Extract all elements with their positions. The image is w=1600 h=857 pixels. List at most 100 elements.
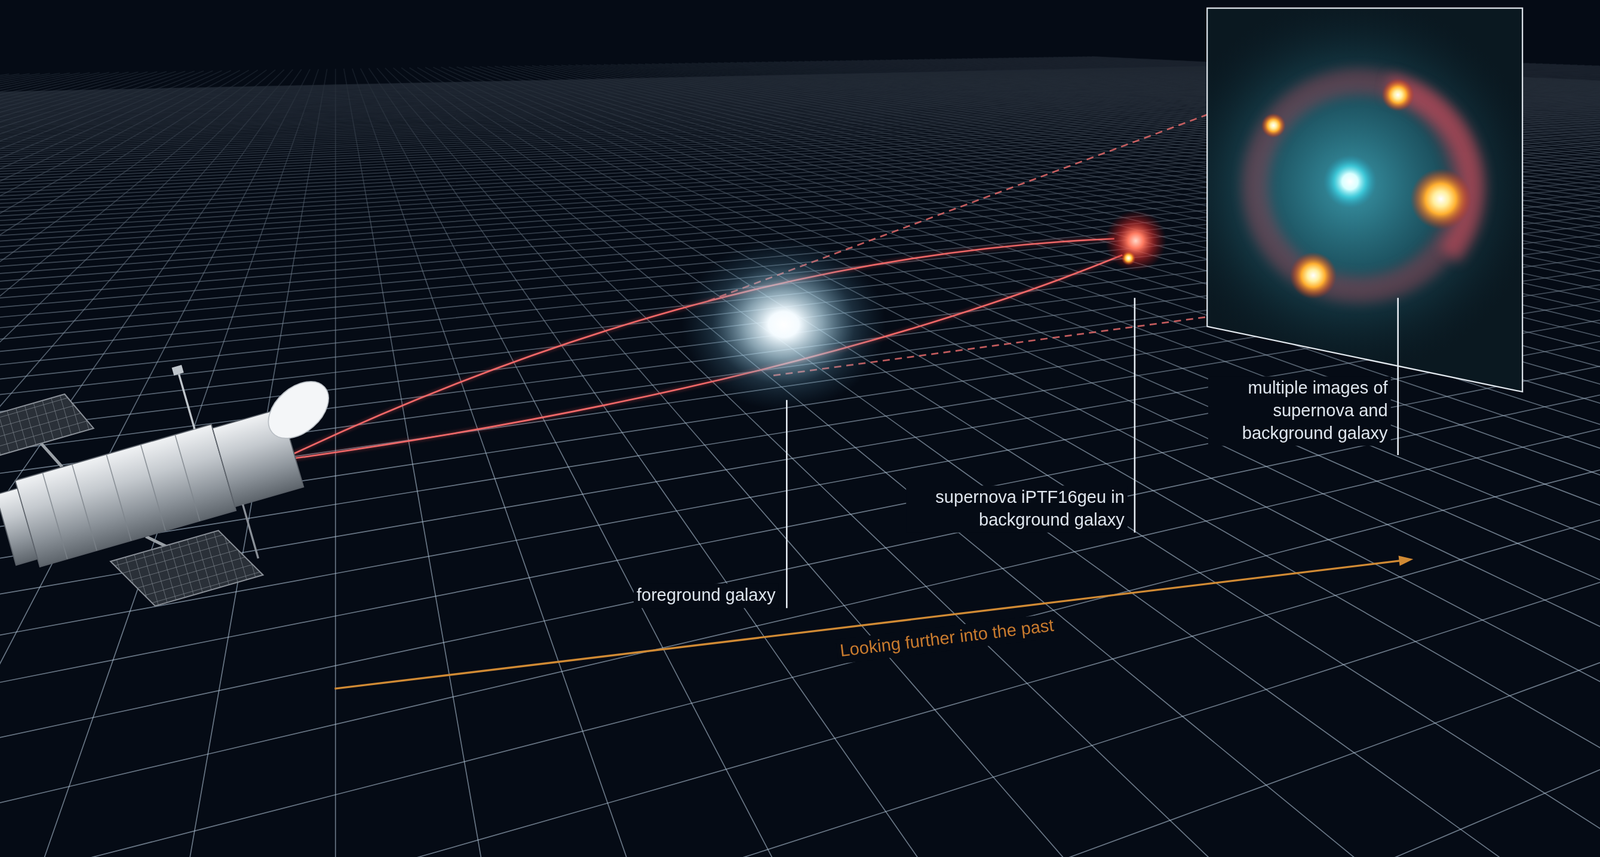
grid-line <box>561 65 1600 857</box>
grid-line <box>671 63 1600 857</box>
grid-line <box>678 63 1600 857</box>
leader-line <box>1396 298 1399 456</box>
grid-line <box>742 62 1600 857</box>
grid-line <box>0 74 1600 857</box>
grid-line <box>617 64 1600 857</box>
grid-line <box>0 82 1600 857</box>
grid-line <box>0 71 1600 832</box>
grid-line <box>0 84 1600 857</box>
grid-line <box>810 60 1600 857</box>
supernova-image <box>1410 168 1472 230</box>
label-holder: multiple images of supernova and backgro… <box>1208 376 1391 447</box>
callout-label: multiple images of supernova and backgro… <box>1208 376 1391 447</box>
aperture-door <box>257 370 340 450</box>
grid-line <box>0 73 1600 857</box>
grid-line <box>0 70 1600 692</box>
antenna-mast <box>243 504 259 559</box>
grid-line <box>432 67 1600 857</box>
antenna <box>172 364 184 376</box>
grid-line <box>755 62 1600 857</box>
label-holder: foreground galaxy <box>574 583 779 608</box>
grid-line <box>638 63 1600 857</box>
light-ray-glow <box>289 238 1115 457</box>
grid-line <box>0 87 1600 857</box>
lens-galaxy-core <box>1323 155 1377 209</box>
grid-line <box>749 62 1600 857</box>
grid-line <box>0 90 1600 857</box>
grid-line <box>0 71 1600 755</box>
solar-panel <box>0 388 94 465</box>
grid-line <box>0 78 1600 857</box>
grid-line <box>698 62 1600 857</box>
label-holder: supernova iPTF16geu in background galaxy <box>906 485 1128 533</box>
light-paths <box>289 79 1302 459</box>
grid-line <box>685 63 1600 857</box>
hubble-telescope <box>0 321 379 645</box>
grid-line <box>736 62 1600 857</box>
grid-line <box>0 77 1600 857</box>
grid-line <box>0 75 1600 857</box>
light-ray <box>289 238 1115 457</box>
grid-line <box>804 61 1600 857</box>
grid-line <box>0 74 1600 857</box>
grid-line <box>651 63 1600 857</box>
supernova-image <box>1290 252 1338 300</box>
grid-line <box>0 84 1600 857</box>
antenna-mast <box>179 373 195 429</box>
callout-label: foreground galaxy <box>633 583 779 608</box>
perspective-grid <box>0 56 1600 857</box>
telescope-body <box>14 424 236 567</box>
grid-line <box>464 66 1600 857</box>
label-holder: Looking further into the past <box>835 613 1059 665</box>
grid-line <box>624 63 1600 857</box>
grid-line <box>0 71 1600 857</box>
grid-line <box>0 80 1600 857</box>
grid-line <box>0 83 1600 857</box>
supernova-image <box>1261 113 1286 138</box>
time-arrow <box>334 556 1414 690</box>
grid-line <box>0 80 1600 857</box>
grid-line <box>440 66 1600 857</box>
grid-line <box>0 86 1600 857</box>
grid-line <box>554 65 1600 857</box>
grid-line <box>792 61 1600 857</box>
grid-line <box>0 72 1600 857</box>
grid-line <box>0 72 1600 857</box>
grid-line <box>539 65 1600 857</box>
grid-line <box>0 90 1600 857</box>
grid-line <box>0 78 1600 857</box>
grid-line <box>0 85 1600 857</box>
foreground-galaxy <box>681 238 886 411</box>
grid-line <box>0 88 1600 857</box>
grid-line <box>798 61 1600 857</box>
grid-line <box>0 73 1600 857</box>
grid-line <box>0 78 1600 857</box>
grid-line <box>0 81 1600 857</box>
grid-line <box>0 77 1600 857</box>
grid-line <box>344 68 1267 857</box>
grid-line <box>631 63 1600 857</box>
foil-seam <box>42 472 67 560</box>
grid-line <box>704 62 1600 857</box>
grid-line <box>0 76 1600 857</box>
grid-line <box>0 87 1600 857</box>
background-galaxy <box>1104 210 1167 272</box>
supernova-point <box>1121 250 1136 266</box>
grid-line <box>456 66 1600 857</box>
grid-line <box>425 67 1600 857</box>
grid-line <box>711 62 1600 857</box>
grid-line <box>610 64 1600 857</box>
grid-line <box>568 65 1600 857</box>
grid-line <box>0 81 1600 857</box>
grid-line <box>575 65 1600 857</box>
arrow-head <box>1398 556 1414 567</box>
supernova <box>1104 210 1167 272</box>
inset-border <box>1207 8 1523 392</box>
grid-line <box>0 69 310 857</box>
grid-line <box>0 80 1600 857</box>
foil-seam <box>140 444 166 531</box>
foil-seam <box>106 454 131 542</box>
grid-line <box>0 86 1600 857</box>
